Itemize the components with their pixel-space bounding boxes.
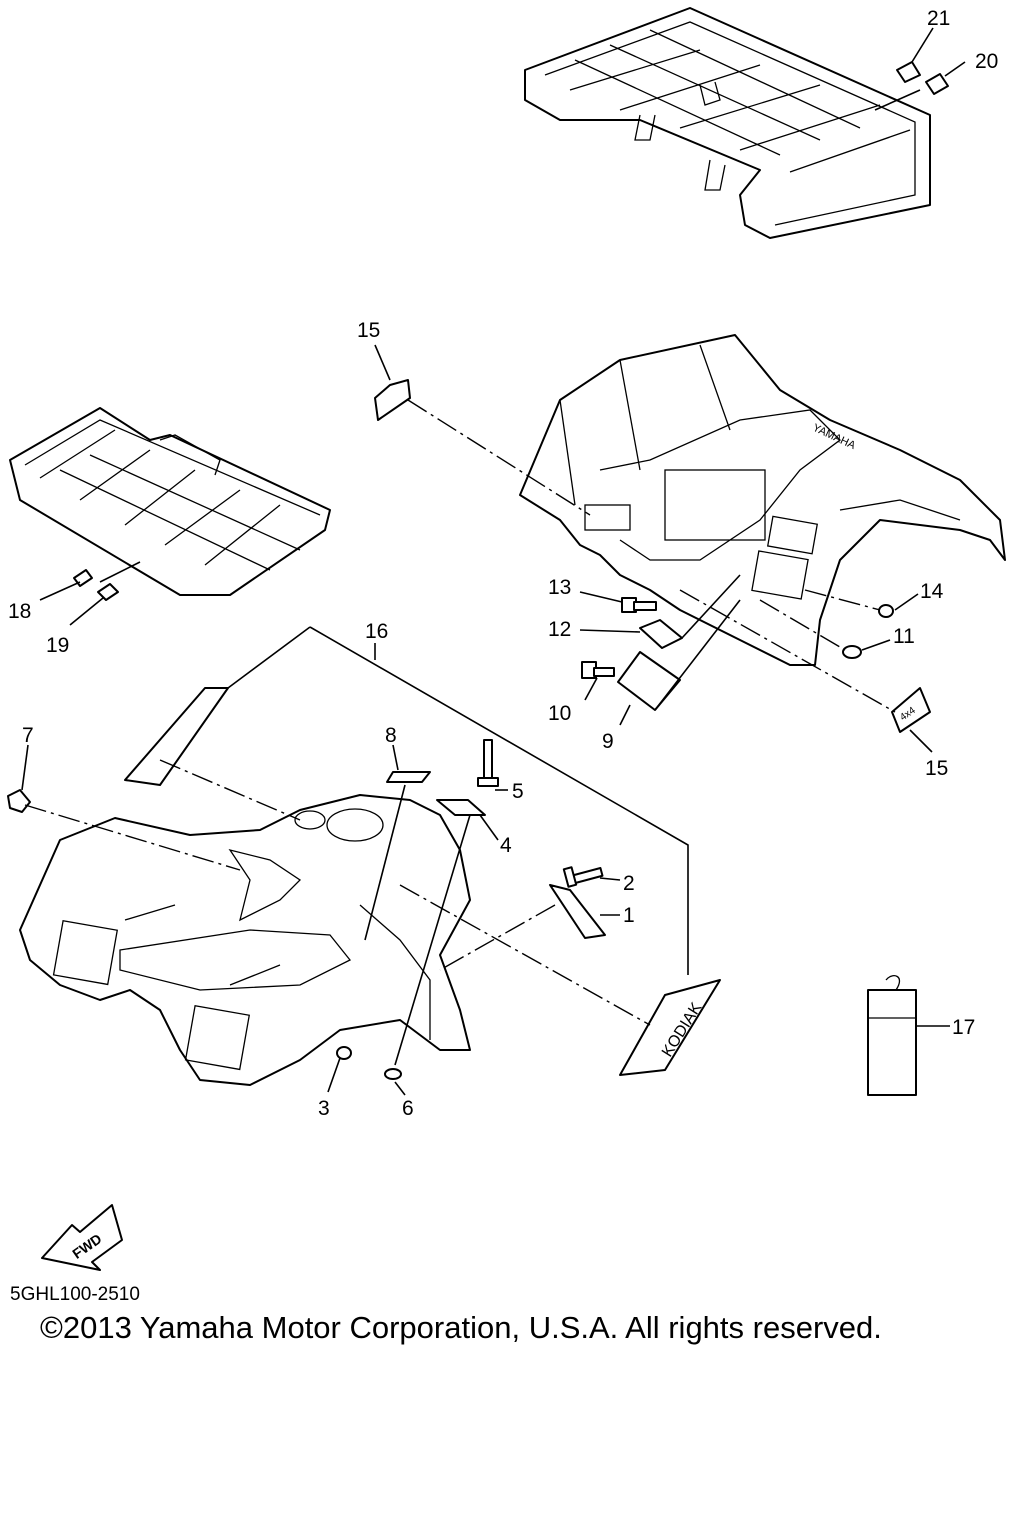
callout-9: 9 [602,730,614,753]
decal-16 [124,687,229,786]
washer-14 [878,604,894,618]
callout-20: 20 [975,50,998,73]
front-carrier [9,407,331,596]
callout-21: 21 [927,7,950,30]
callout-12: 12 [548,618,571,641]
callout-16: 16 [365,620,388,643]
decal-7 [7,789,31,813]
rivet-5 [477,739,499,787]
callout-19: 19 [46,634,69,657]
callout-15-top: 15 [357,319,380,342]
plate-4 [436,799,486,816]
rivet-10 [581,661,615,679]
callout-17: 17 [952,1016,975,1039]
plate-9 [617,651,681,711]
plate-12 [639,619,683,649]
badge-15-4x4: 4x4 [891,687,931,733]
callout-1: 1 [623,904,635,927]
decal-15-top [374,379,411,421]
decal-20 [925,73,949,95]
callout-7: 7 [22,724,34,747]
callout-numbers: 1 2 3 4 5 6 7 8 9 10 11 12 13 14 15 15 1… [8,7,998,1120]
fwd-arrow-icon: FWD [41,1204,123,1271]
callout-14: 14 [920,580,944,603]
decal-8 [386,771,431,783]
decal-19 [97,583,119,601]
front-fender [19,794,471,1086]
callout-2: 2 [623,872,635,895]
rear-fender: YAMAHA [519,334,1006,666]
callout-15-bottom: 15 [925,757,948,780]
decal-21 [896,61,921,83]
rivet-2 [562,866,604,888]
callout-13: 13 [548,576,571,599]
callout-8: 8 [385,724,397,747]
rear-carrier [524,7,931,239]
washer-6 [384,1068,402,1080]
diagram-code: 5GHL100-2510 [10,1284,140,1305]
rivet-13 [621,597,657,613]
copyright-notice: ©2013 Yamaha Motor Corporation, U.S.A. A… [40,1310,882,1345]
callout-5: 5 [512,780,524,803]
callout-3: 3 [318,1097,330,1120]
washer-3 [336,1046,352,1060]
plate-1 [549,884,606,939]
callout-18: 18 [8,600,31,623]
washer-11 [842,645,862,659]
tag-17 [867,975,917,1096]
callout-4: 4 [500,834,512,857]
callout-10: 10 [548,702,571,725]
callout-6: 6 [402,1097,414,1120]
leader-lines [21,27,966,1096]
callout-11: 11 [893,625,915,648]
decal-kodiak: KODIAK [619,979,721,1076]
